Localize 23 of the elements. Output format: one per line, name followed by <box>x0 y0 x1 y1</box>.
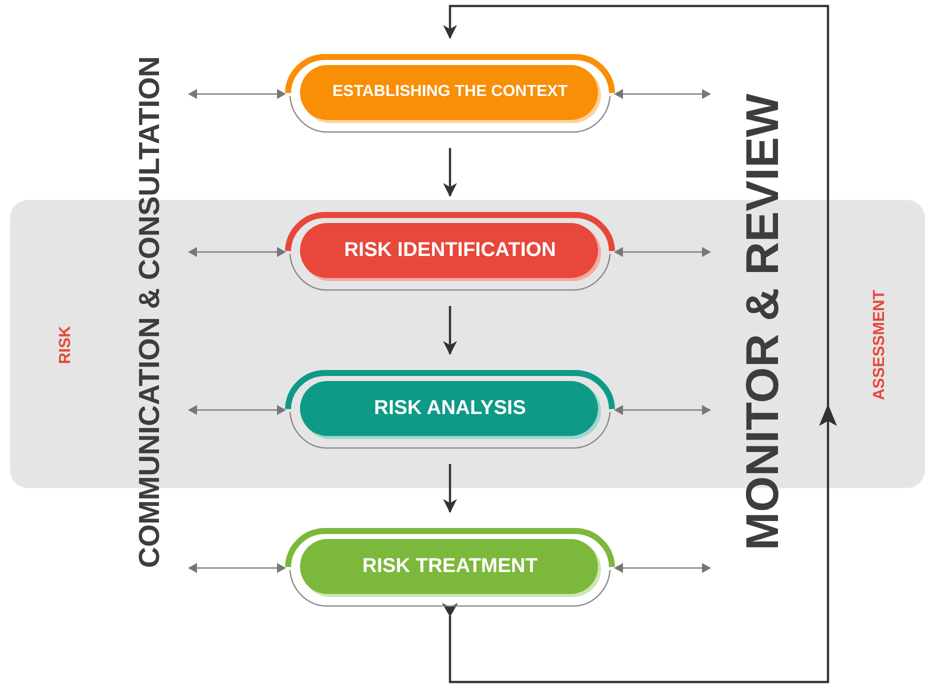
band-label: RISK <box>57 324 75 366</box>
step-label: ESTABLISHING THE CONTEXT <box>331 84 569 100</box>
process-pill <box>285 528 615 608</box>
arrow <box>614 89 711 99</box>
arrow <box>443 464 457 513</box>
vertical-heading: MONITOR & REVIEW <box>736 62 788 582</box>
arrow <box>614 405 711 415</box>
step-label: RISK ANALYSIS <box>373 398 527 418</box>
process-pill <box>285 370 615 450</box>
arrow <box>188 563 286 573</box>
step-label: RISK IDENTIFICATION <box>343 240 557 260</box>
process-pill <box>285 212 615 292</box>
process-pill <box>285 54 615 134</box>
arrow <box>188 89 286 99</box>
arrow <box>614 563 711 573</box>
arrow <box>188 247 286 257</box>
arrow <box>443 306 457 355</box>
arrow <box>188 405 286 415</box>
vertical-heading: COMMUNICATION & CONSULTATION <box>133 22 167 602</box>
band-label: ASSESSMENT <box>871 288 889 402</box>
arrow <box>443 148 457 197</box>
arrow <box>614 247 711 257</box>
step-label: RISK TREATMENT <box>361 556 539 576</box>
